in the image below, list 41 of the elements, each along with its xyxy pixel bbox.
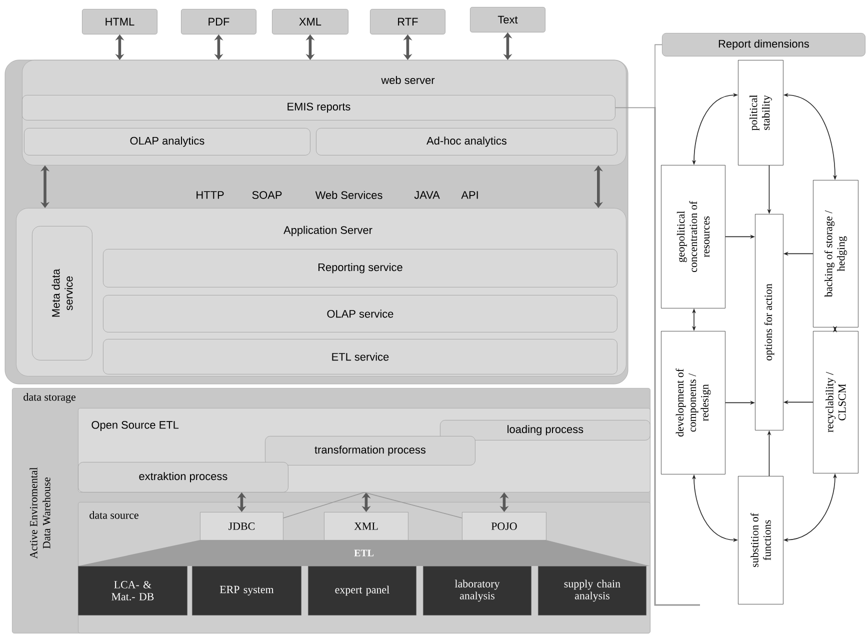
connector-line <box>283 492 365 518</box>
service-bar: ETL service <box>103 339 618 374</box>
service-bar: EMIS reports <box>22 95 616 120</box>
format-box: RTF <box>370 9 446 34</box>
dimension-box: options for action <box>755 214 784 430</box>
service-bar: OLAP service <box>103 295 618 332</box>
dimension-box: political stability <box>738 60 784 166</box>
format-box: XML <box>272 9 348 34</box>
service-bar: Reporting service <box>103 249 618 288</box>
dimension-box: backing of storage / hedging <box>813 180 858 328</box>
arrow <box>832 326 838 332</box>
interface-box: JDBC <box>200 512 284 540</box>
header-box: Report dimensions <box>662 33 866 56</box>
protocol-label: SOAP <box>252 191 282 199</box>
service-bar: Meta data service <box>32 226 92 360</box>
service-bar: Ad-hoc analytics <box>316 128 618 156</box>
service-bar: extraktion process <box>78 462 288 492</box>
protocol-label: API <box>461 191 478 199</box>
interface-box: POJO <box>462 512 546 540</box>
funnel-label: ETL <box>354 550 374 556</box>
service-bar: transformation process <box>265 436 476 466</box>
source-box: laboratory analysis <box>423 566 532 616</box>
interface-box: XML <box>324 512 408 540</box>
service-bar: loading process <box>440 420 650 440</box>
format-box: PDF <box>181 9 256 34</box>
source-box: ERP system <box>192 566 302 616</box>
source-box: supply chain analysis <box>538 566 646 616</box>
service-bar: OLAP analytics <box>24 128 310 156</box>
connector-line <box>615 44 662 108</box>
dimension-box: substition of functions <box>738 476 784 604</box>
format-box: Text <box>470 7 546 32</box>
protocol-label: HTTP <box>196 191 224 199</box>
protocol-label: JAVA <box>414 191 440 199</box>
dimension-box: geopolitical concentration of resources <box>661 165 726 308</box>
connector-line <box>364 492 462 518</box>
format-box: HTML <box>82 9 158 34</box>
source-box: expert panel <box>308 566 416 616</box>
dimension-box: recyclability / CLSCM <box>813 331 858 474</box>
dimension-box: development of components / redesign <box>661 331 726 474</box>
protocol-label: Web Services <box>315 190 382 200</box>
source-box: LCA- & Mat.- DB <box>78 566 188 616</box>
